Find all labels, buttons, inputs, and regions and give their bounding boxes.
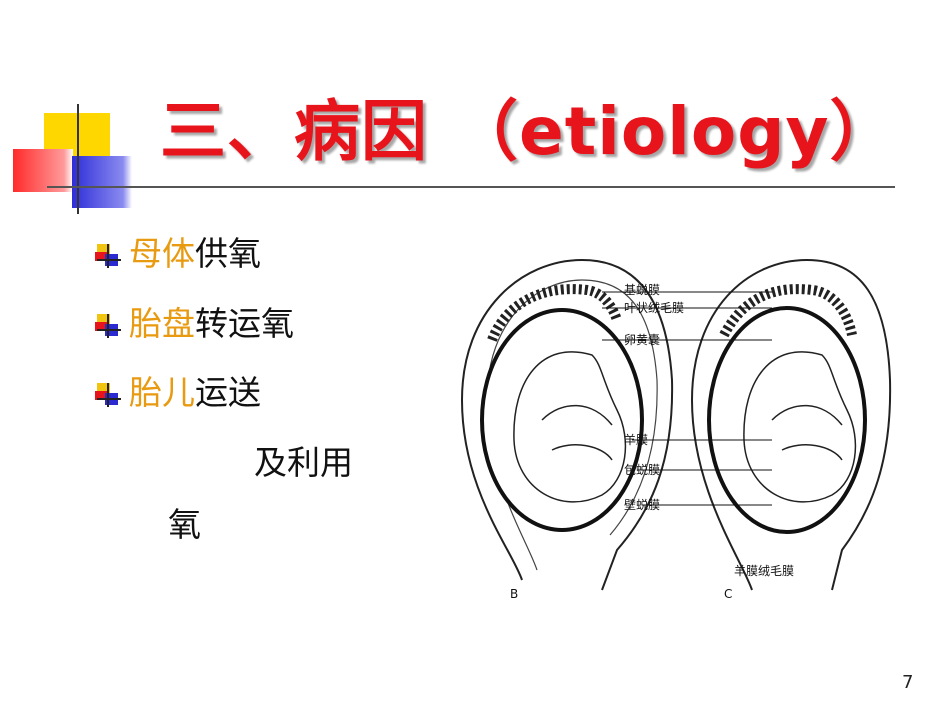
slide-title: 三、病因 （etiology） xyxy=(160,93,897,170)
bullet-text: 供氧 xyxy=(195,234,261,273)
label-yolk-sac: 卵黄囊 xyxy=(624,332,660,347)
label-capsular-decidua: 包蜕膜 xyxy=(624,463,660,477)
decor-vertical-line xyxy=(77,104,79,214)
right-amniotic-sac xyxy=(707,306,867,534)
right-placenta xyxy=(719,284,857,338)
bullet-text: 转运氧 xyxy=(195,304,294,343)
decor-red-square xyxy=(13,149,73,192)
diagram-svg: 基蜕膜 叶状绒毛膜 卵黄囊 羊膜 包蜕膜 壁蜕膜 羊膜绒毛膜 B C xyxy=(460,258,892,600)
left-amniotic-sac xyxy=(480,308,644,532)
right-fetus-limbs xyxy=(771,404,843,461)
label-amniochorion: 羊膜绒毛膜 xyxy=(734,563,794,578)
label-amnion: 羊膜 xyxy=(624,432,648,447)
bullet-icon xyxy=(95,313,123,338)
page-number: 7 xyxy=(902,672,914,693)
bullet-item: 胎盘转运氧 xyxy=(95,304,294,344)
uterus-fetus-diagram: 基蜕膜 叶状绒毛膜 卵黄囊 羊膜 包蜕膜 壁蜕膜 羊膜绒毛膜 B C xyxy=(452,250,892,600)
bullet-icon xyxy=(95,382,123,407)
right-uterus-wall xyxy=(690,258,892,591)
bullet-item: 母体供氧 xyxy=(95,234,261,274)
left-fetus xyxy=(513,351,627,503)
bullet-highlight: 胎儿 xyxy=(129,373,195,412)
bullet-continuation: 及利用 xyxy=(254,443,353,482)
bullet-highlight: 母体 xyxy=(129,234,195,273)
bullet-item: 胎儿运送 xyxy=(95,373,261,413)
decor-blue-square xyxy=(72,156,132,208)
left-uterus-wall xyxy=(460,258,674,591)
right-fetus xyxy=(743,351,857,503)
bullet-text: 运送 xyxy=(195,373,261,412)
label-basal-decidua: 基蜕膜 xyxy=(624,283,660,297)
label-parietal-decidua: 壁蜕膜 xyxy=(624,497,660,512)
left-fetus-limbs xyxy=(541,404,613,461)
title-underline xyxy=(47,186,895,188)
panel-letter-b: B xyxy=(510,587,518,600)
bullet-continuation: 氧 xyxy=(168,505,201,544)
label-chorion-frondosum: 叶状绒毛膜 xyxy=(624,301,684,315)
panel-letter-c: C xyxy=(724,587,732,600)
bullet-highlight: 胎盘 xyxy=(129,304,195,343)
bullet-icon xyxy=(95,243,123,268)
